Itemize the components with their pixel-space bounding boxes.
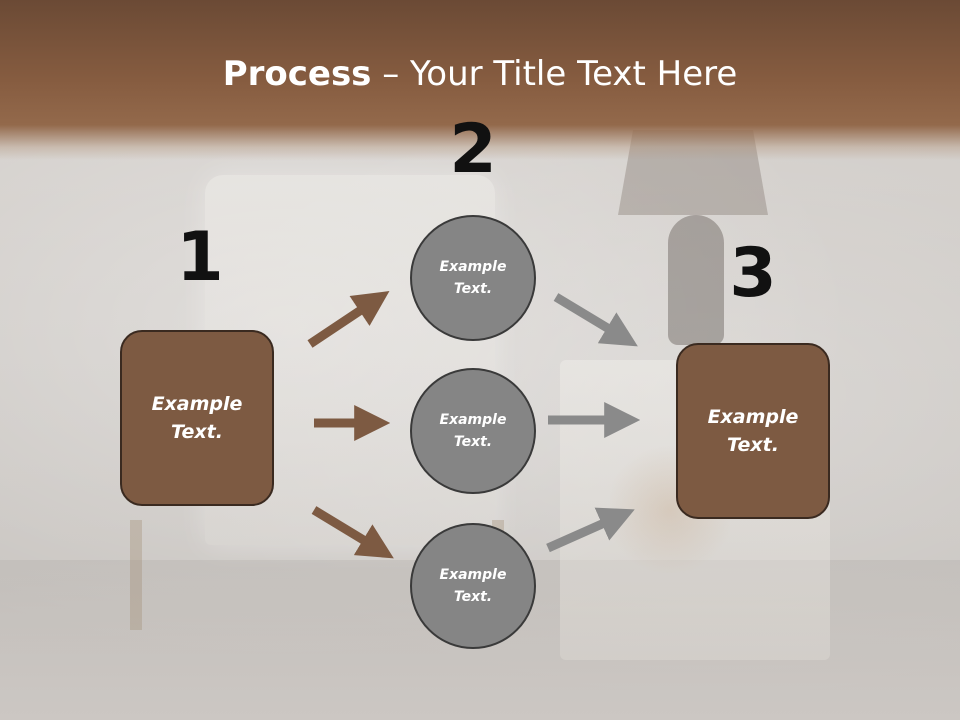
header-band [0, 0, 960, 160]
arrow-from-circle-top [553, 293, 638, 347]
step-number-1: 1 [176, 218, 224, 297]
background-chair-leg [130, 520, 142, 630]
arrow-to-circle-bottom [311, 506, 394, 559]
background-lamp-base [668, 215, 724, 345]
circle-text: Example Text. [439, 567, 507, 605]
title-rest: – Your Title Text Here [371, 54, 738, 94]
arrow-to-circle-top [307, 291, 390, 348]
arrow-from-circle-bottom [546, 507, 635, 553]
step-3-box: Example Text. [676, 343, 830, 519]
slide-title: Process – Your Title Text Here [0, 52, 960, 96]
step-2-circle-middle: Example Text. [410, 368, 536, 494]
circle-text: Example Text. [439, 259, 507, 297]
step-2-circle-bottom: Example Text. [410, 523, 536, 649]
step-2-circle-top: Example Text. [410, 215, 536, 341]
title-bold: Process [222, 54, 372, 94]
step-number-3: 3 [729, 234, 777, 313]
step-1-text: Example Text. [151, 393, 243, 443]
circle-text: Example Text. [439, 412, 507, 450]
step-1-box: Example Text. [120, 330, 274, 506]
step-number-2: 2 [449, 110, 497, 189]
step-3-text: Example Text. [707, 406, 799, 456]
